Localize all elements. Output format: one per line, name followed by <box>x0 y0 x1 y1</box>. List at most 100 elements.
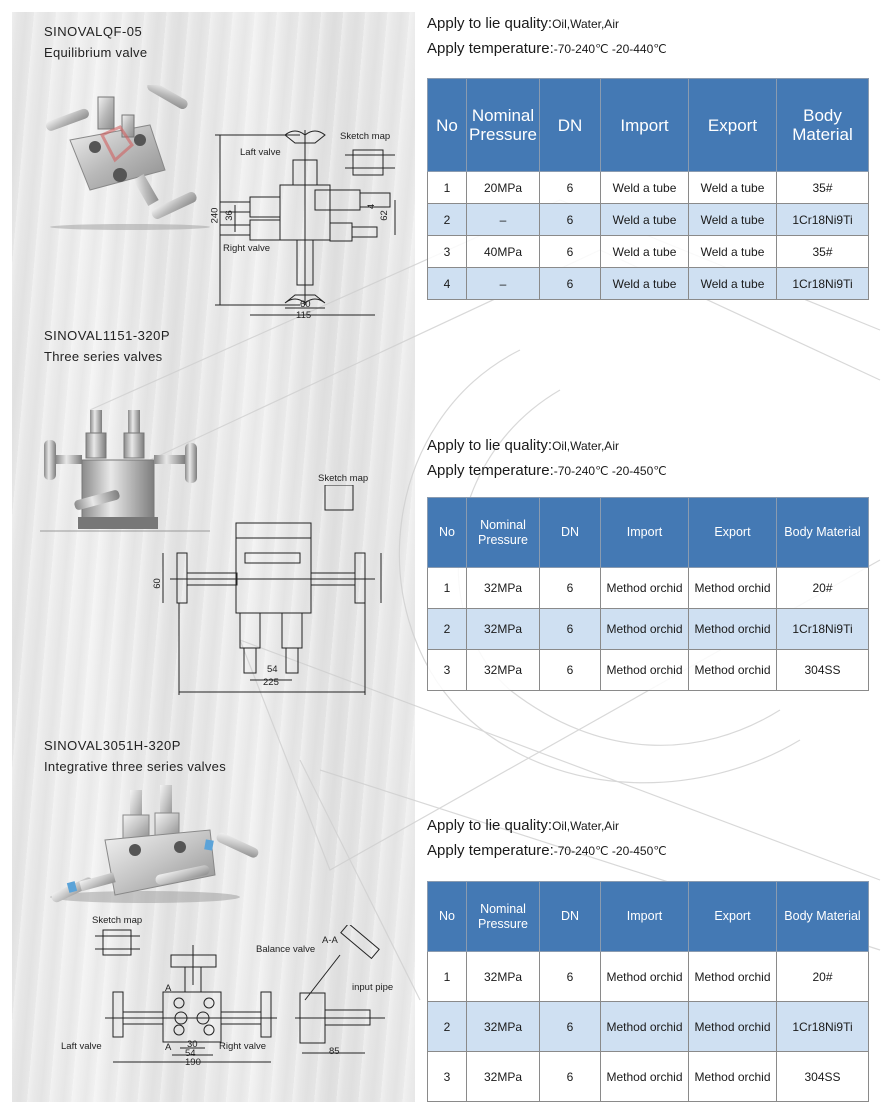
product-name: Three series valves <box>44 349 163 364</box>
header-export: Export <box>688 497 777 568</box>
header-export: Export <box>688 78 777 172</box>
cell-material: 20# <box>776 951 869 1002</box>
valve-photo <box>50 785 259 903</box>
cell-material: 1Cr18Ni9Ti <box>776 608 869 650</box>
section-marker-a-top: A <box>165 983 172 994</box>
cell-pressure: – <box>466 203 540 236</box>
temperature-label: Apply temperature: <box>427 842 554 859</box>
cell-pressure: 40MPa <box>466 235 540 268</box>
dimension-62: 62 <box>378 210 390 221</box>
header-no: No <box>427 497 467 568</box>
cell-export: Method orchid <box>688 608 777 650</box>
header-nominal-pressure: Nominal Pressure <box>466 497 540 568</box>
header-dn: DN <box>539 78 601 172</box>
dimension-240: 240 <box>209 207 221 224</box>
applicable-media: Apply to lie quality:Oil,Water,Air <box>427 817 619 834</box>
cell-no: 1 <box>427 567 467 609</box>
table-header-row: No Nominal Pressure DN Import Export Bod… <box>427 881 869 952</box>
header-body-material: Body Material <box>776 78 869 172</box>
dimension-85: 85 <box>329 1046 340 1057</box>
cell-dn: 6 <box>539 171 601 204</box>
header-dn: DN <box>539 881 601 952</box>
spec-table: No Nominal Pressure DN Import Export Bod… <box>427 78 869 300</box>
applicable-temperature: Apply temperature:-70-240℃ -20-450℃ <box>427 842 667 859</box>
media-value: Oil,Water,Air <box>552 17 619 31</box>
cell-export: Weld a tube <box>688 235 777 268</box>
cell-material: 304SS <box>776 649 869 691</box>
cell-no: 3 <box>427 235 467 268</box>
cell-pressure: 32MPa <box>466 1051 540 1102</box>
cell-import: Weld a tube <box>600 235 689 268</box>
cell-import: Method orchid <box>600 649 689 691</box>
media-label: Apply to lie quality: <box>427 15 553 32</box>
cell-dn: 6 <box>539 608 601 650</box>
product-name: Equilibrium valve <box>44 45 148 60</box>
cell-export: Method orchid <box>688 567 777 609</box>
cell-material: 20# <box>776 567 869 609</box>
table-header-row: No Nominal Pressure DN Import Export Bod… <box>427 497 869 568</box>
sketch-map-label: Sketch map <box>318 473 369 484</box>
right-valve-label: Right valve <box>223 243 270 254</box>
cell-no: 3 <box>427 1051 467 1102</box>
temperature-value: -70-240℃ -20-440℃ <box>553 42 667 56</box>
temperature-value: -70-240℃ -20-450℃ <box>553 844 667 858</box>
header-body-material: Body Material <box>776 497 869 568</box>
right-valve-label: Right valve <box>219 1041 266 1052</box>
cell-material: 35# <box>776 235 869 268</box>
cell-import: Method orchid <box>600 951 689 1002</box>
applicable-media: Apply to lie quality:Oil,Water,Air <box>427 15 619 32</box>
cell-import: Method orchid <box>600 567 689 609</box>
section-marker-a-bottom: A <box>165 1042 172 1053</box>
balance-valve-label: Balance valve <box>256 944 316 955</box>
header-import: Import <box>600 881 689 952</box>
media-value: Oil,Water,Air <box>552 439 619 453</box>
dimension-54: 54 <box>185 1048 196 1059</box>
dimension-36: 36 <box>223 210 235 221</box>
cell-export: Weld a tube <box>688 171 777 204</box>
cell-export: Method orchid <box>688 649 777 691</box>
cell-dn: 6 <box>539 1051 601 1102</box>
left-valve-label: Laft valve <box>61 1041 102 1052</box>
product-model: SINOVAL3051H-320P <box>44 738 181 753</box>
cell-no: 1 <box>427 951 467 1002</box>
spec-table: No Nominal Pressure DN Import Export Bod… <box>427 881 869 1102</box>
header-nominal-pressure: Nominal Pressure <box>466 881 540 952</box>
dimension-60: 60 <box>151 578 163 589</box>
cell-no: 2 <box>427 608 467 650</box>
cell-export: Weld a tube <box>688 267 777 300</box>
cell-dn: 6 <box>539 1001 601 1052</box>
valve-photo <box>46 85 210 230</box>
header-nominal-pressure: Nominal Pressure <box>466 78 540 172</box>
temperature-label: Apply temperature: <box>427 462 554 479</box>
header-import: Import <box>600 497 689 568</box>
left-background-panel <box>12 12 415 1102</box>
applicable-temperature: Apply temperature:-70-240℃ -20-440℃ <box>427 40 667 57</box>
cell-import: Method orchid <box>600 1001 689 1052</box>
cell-dn: 6 <box>539 267 601 300</box>
dimension-60: 60 <box>300 299 311 310</box>
media-value: Oil,Water,Air <box>552 819 619 833</box>
cell-dn: 6 <box>539 235 601 268</box>
dimension-drawing <box>215 130 396 316</box>
applicable-temperature: Apply temperature:-70-240℃ -20-450℃ <box>427 462 667 479</box>
dimension-115: 115 <box>296 310 312 321</box>
cell-no: 4 <box>427 267 467 300</box>
cell-no: 2 <box>427 1001 467 1052</box>
cell-pressure: 32MPa <box>466 1001 540 1052</box>
cell-no: 1 <box>427 171 467 204</box>
cell-no: 2 <box>427 203 467 236</box>
temperature-value: -70-240℃ -20-450℃ <box>553 464 667 478</box>
section-label: A-A <box>322 935 338 946</box>
cell-pressure: 32MPa <box>466 951 540 1002</box>
valve-photo <box>40 410 210 532</box>
cell-dn: 6 <box>539 649 601 691</box>
